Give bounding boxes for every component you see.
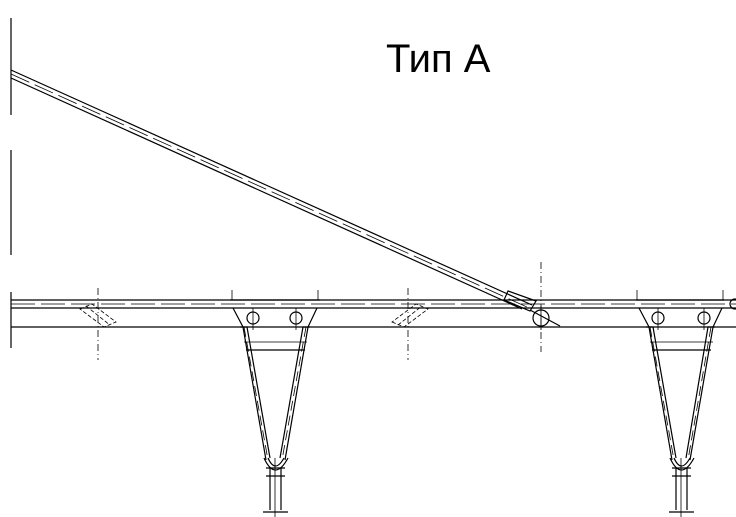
edge-bolt <box>729 298 736 310</box>
hanger-bracket-right <box>636 290 724 517</box>
center-lines <box>97 262 542 360</box>
splice-plate-right <box>391 303 429 328</box>
diagonal-brace <box>10 69 537 312</box>
drawing-title: Тип А <box>386 37 491 81</box>
splice-plate-left <box>79 303 117 328</box>
main-beam <box>11 299 736 328</box>
pin-joint <box>529 306 561 330</box>
hanger-bracket-left <box>230 290 320 517</box>
